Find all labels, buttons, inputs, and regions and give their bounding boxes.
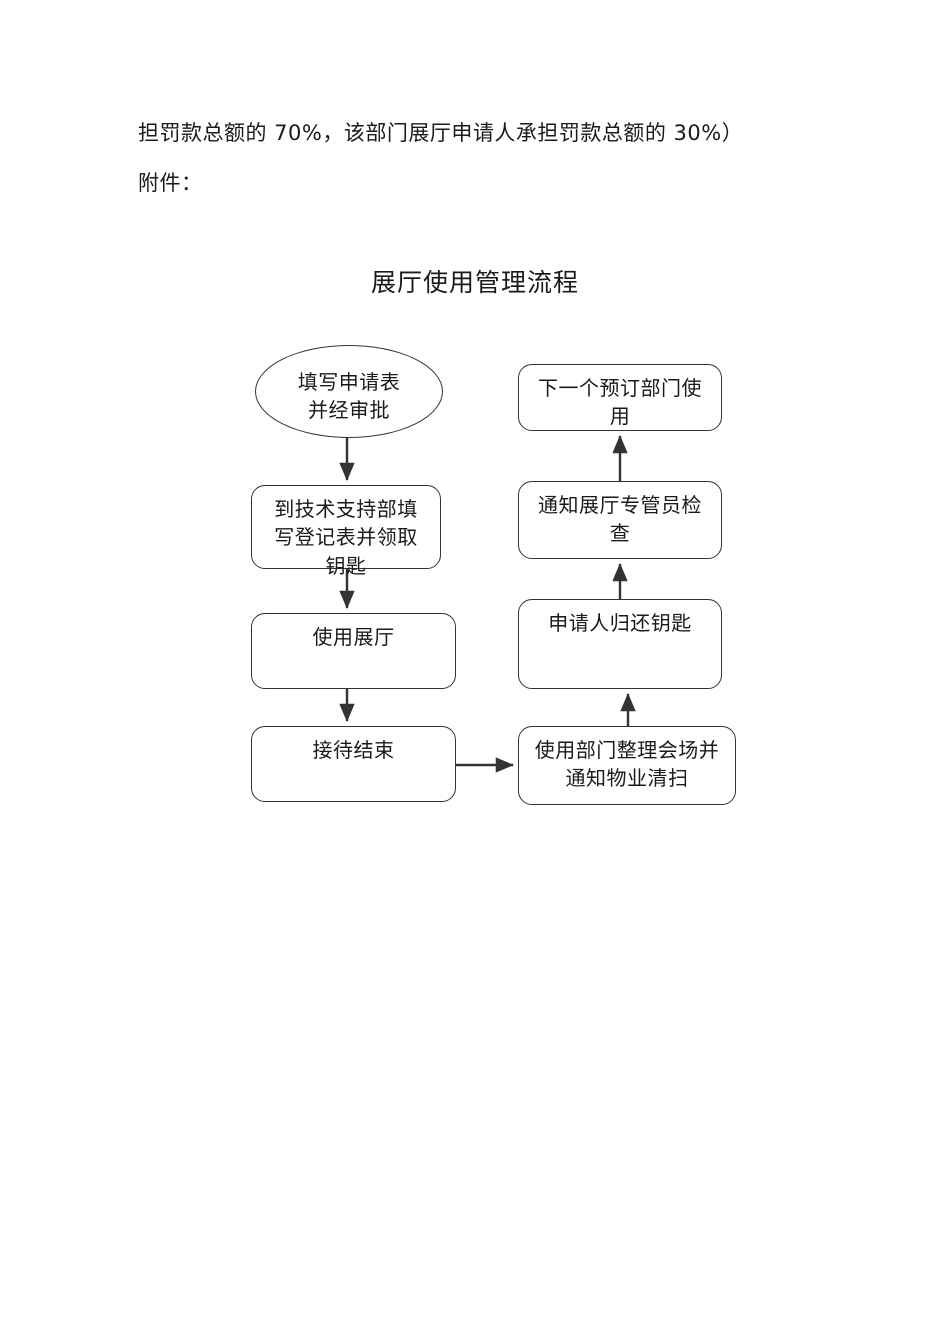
flow-node-apply-label: 填写申请表并经审批 [297,370,401,423]
flow-node-notify-keeper-label: 通知展厅专管员检查 [538,493,702,546]
flow-node-use-hall[interactable]: 使用展厅 [251,613,456,689]
flow-node-reception-end-label: 接待结束 [312,738,395,762]
flow-node-register-label: 到技术支持部填写登记表并领取钥匙 [274,497,418,578]
flow-node-next-dept[interactable]: 下一个预订部门使用 [518,364,722,431]
flow-node-return-key[interactable]: 申请人归还钥匙 [518,599,722,689]
flowchart-title: 展厅使用管理流程 [370,268,579,297]
paragraph-attachment-label: 附件： [138,171,203,195]
flow-node-reception-end[interactable]: 接待结束 [251,726,456,802]
paragraph-penalty: 担罚款总额的 70%，该部门展厅申请人承担罚款总额的 30%） [138,121,744,145]
flow-node-use-hall-label: 使用展厅 [312,625,395,649]
flow-node-cleanup[interactable]: 使用部门整理会场并通知物业清扫 [518,726,736,805]
flow-node-register[interactable]: 到技术支持部填写登记表并领取钥匙 [251,485,441,578]
flow-node-next-dept-label: 下一个预订部门使用 [538,376,702,429]
flow-node-cleanup-label: 使用部门整理会场并通知物业清扫 [534,738,720,791]
flow-node-return-key-label: 申请人归还钥匙 [548,611,692,635]
flow-node-apply[interactable]: 填写申请表并经审批 [255,345,443,438]
flow-node-notify-keeper[interactable]: 通知展厅专管员检查 [518,481,722,559]
